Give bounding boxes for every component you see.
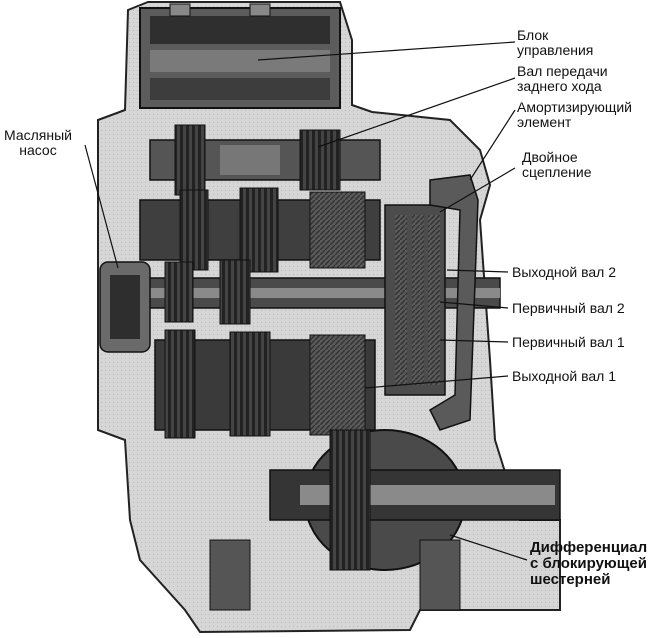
label-damper: Амортизирующий элемент: [517, 100, 632, 130]
label-dual-clutch-line-2: сцепление: [522, 164, 592, 180]
label-control-unit-line-1: Блок: [517, 27, 549, 43]
label-control-unit: Блок управления: [517, 28, 593, 58]
output-shaft-2-gears: [139, 187, 381, 273]
label-dual-clutch: Двойное сцепление: [522, 150, 592, 180]
label-dual-clutch-line-1: Двойное: [522, 149, 578, 165]
reverse-shaft: [149, 124, 381, 196]
label-differential-line-2: с блокирующей: [530, 555, 647, 572]
label-oil-pump-line-2: насос: [19, 142, 57, 158]
label-input-shaft-1: Первичный вал 1: [512, 334, 625, 350]
leader-lines: [84, 41, 528, 561]
label-reverse-shaft: Вал передачи заднего хода: [517, 64, 608, 94]
label-damper-line-1: Амортизирующий: [517, 99, 632, 115]
label-input-shaft-2: Первичный вал 2: [512, 300, 625, 316]
output-shaft-1-gears: [154, 329, 376, 439]
damper-element: [429, 174, 479, 431]
label-oil-pump-line-1: Масляный: [4, 127, 72, 143]
control-unit-block: [139, 3, 341, 109]
label-differential-line-1: Дифференциал: [530, 539, 648, 556]
label-reverse-shaft-line-2: заднего хода: [517, 78, 602, 94]
label-damper-line-2: элемент: [517, 114, 572, 130]
label-output-shaft-2: Выходной вал 2: [512, 264, 617, 280]
label-oil-pump: Масляный насос: [4, 128, 72, 158]
label-output-shaft-1: Выходной вал 1: [512, 368, 617, 384]
label-control-unit-line-2: управления: [517, 42, 594, 58]
differential: [209, 429, 561, 611]
oil-pump: [99, 261, 151, 353]
label-differential-line-3: шестерней: [530, 571, 611, 588]
label-differential: Дифференциал с блокирующей шестерней: [530, 540, 647, 588]
label-reverse-shaft-line-1: Вал передачи: [517, 63, 608, 79]
dual-clutch-assembly: [384, 204, 446, 396]
